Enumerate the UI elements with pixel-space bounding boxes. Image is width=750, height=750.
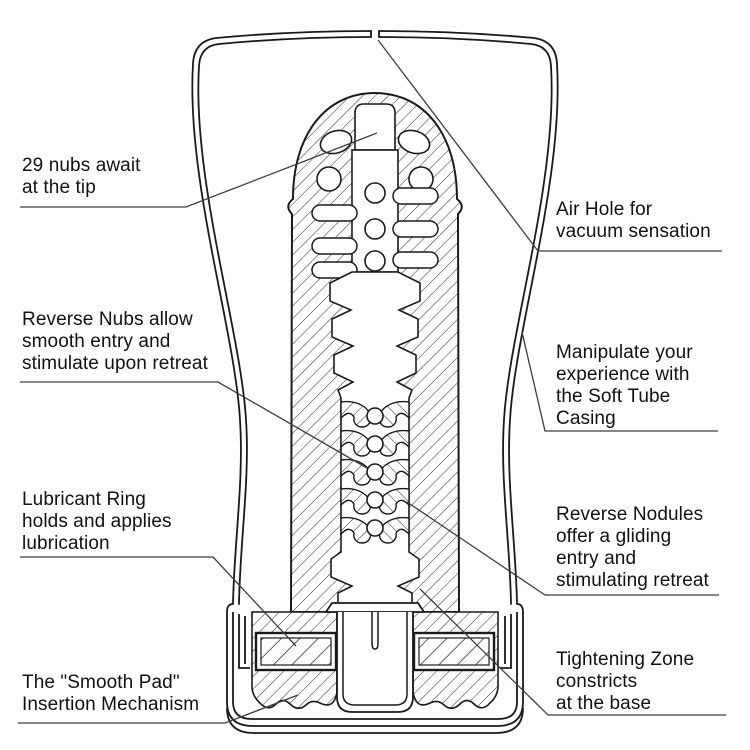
label-reverse-nodules: Reverse Nodules offer a gliding entry an… [556, 504, 709, 591]
leader-reverse-nodules [406, 501, 719, 596]
leader-reverse-nubs [20, 381, 368, 469]
leader-lines [18, 39, 726, 724]
base-lip-right [500, 614, 512, 669]
leader-29-nubs [20, 132, 378, 208]
label-lubricant-ring: Lubricant Ring holds and applies lubrica… [22, 489, 172, 554]
channel-bead-circles [364, 182, 386, 537]
reverse-nub-slots [311, 187, 439, 279]
label-reverse-nubs: Reverse Nubs allow smooth entry and stim… [22, 309, 208, 374]
tip-nubs-cutouts [316, 103, 434, 273]
pad-slit [371, 612, 379, 650]
soft-tube-casing-outline [191, 30, 559, 605]
label-29-nubs: 29 nubs await at the tip [22, 155, 141, 198]
leader-lubricant-ring [20, 556, 297, 647]
leader-soft-tube-casing [521, 331, 718, 432]
label-smooth-pad: The "Smooth Pad" Insertion Mechanism [22, 672, 200, 715]
label-soft-tube-casing: Manipulate your experience with the Soft… [556, 342, 693, 429]
leader-air-hole [377, 39, 722, 252]
base-lip-left [238, 614, 250, 669]
label-tightening-zone: Tightening Zone constricts at the base [556, 649, 695, 714]
lubricant-rings [254, 631, 496, 672]
insertion-channel [324, 602, 426, 713]
air-hole [370, 30, 380, 38]
label-air-hole: Air Hole for vacuum sensation [556, 199, 711, 242]
leader-tightening-zone [419, 588, 726, 716]
leader-smooth-pad [18, 694, 299, 724]
